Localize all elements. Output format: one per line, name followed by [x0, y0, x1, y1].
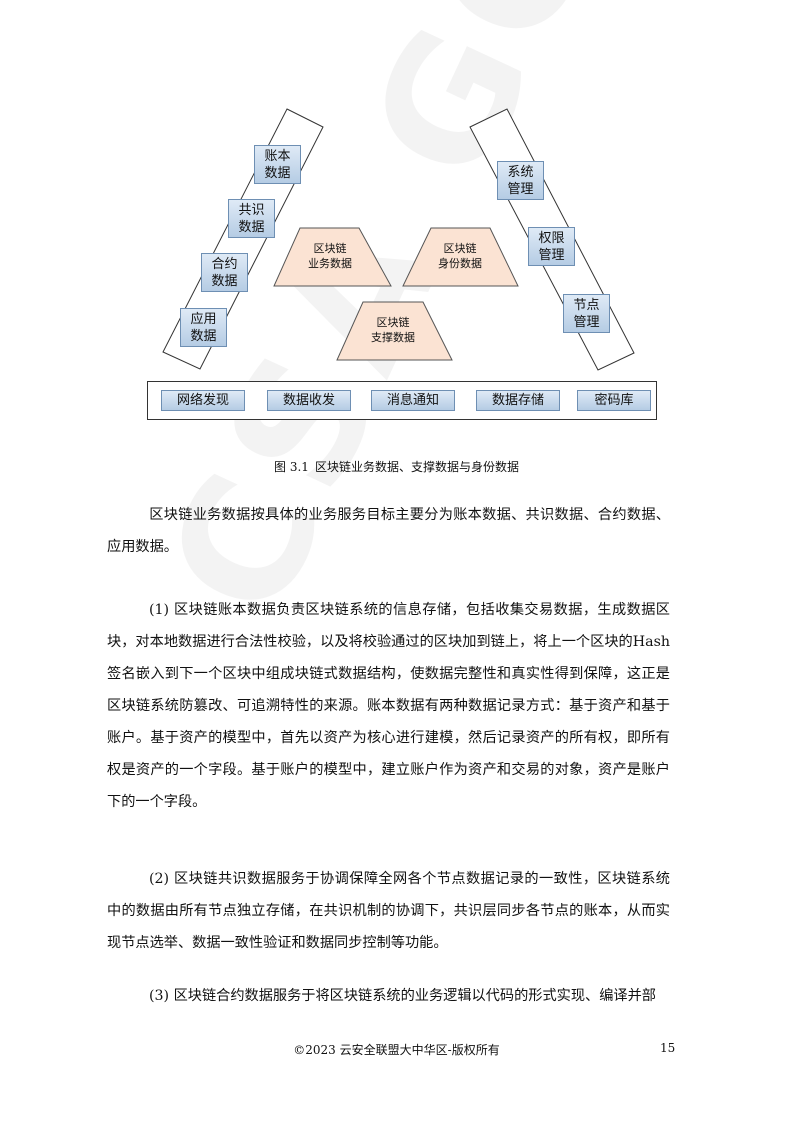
data-transceive-node: 数据收发 [267, 390, 351, 411]
system-management-node: 系统管理 [497, 161, 544, 200]
identity-data-label: 区块链 身份数据 [438, 242, 482, 270]
paragraph-ledger: (1) 区块链账本数据负责区块链系统的信息存储，包括收集交易数据，生成数据区块，… [107, 602, 670, 810]
ledger-data-node: 账本数据 [254, 145, 301, 184]
data-storage-node: 数据存储 [476, 390, 560, 411]
business-data-label: 区块链 业务数据 [308, 242, 352, 270]
diagram-shapes [162, 108, 635, 371]
contract-data-node: 合约数据 [201, 253, 248, 292]
paragraph-intro: 区块链业务数据按具体的业务服务目标主要分为账本数据、共识数据、合约数据、应用数据… [107, 507, 670, 555]
figure-caption: 图 3.1 区块链业务数据、支撑数据与身份数据 [0, 458, 793, 475]
figure-title: 区块链业务数据、支撑数据与身份数据 [314, 460, 519, 474]
paragraph-contract: (3) 区块链合约数据服务于将区块链系统的业务逻辑以代码的形式实现、编译并部 [149, 988, 656, 1004]
permission-management-node: 权限管理 [528, 227, 575, 266]
application-data-node: 应用数据 [180, 308, 227, 347]
node-management-node: 节点管理 [563, 294, 610, 333]
support-data-label: 区块链 支撑数据 [371, 316, 415, 344]
figure-number: 图 3.1 [274, 460, 309, 474]
support-data-trapezoid [336, 301, 453, 361]
crypto-library-node: 密码库 [577, 390, 651, 411]
network-discovery-node: 网络发现 [161, 390, 245, 411]
consensus-data-node: 共识数据 [228, 199, 275, 238]
business-data-trapezoid [273, 227, 392, 287]
page-number: 15 [660, 1041, 676, 1055]
message-notification-node: 消息通知 [371, 390, 455, 411]
copyright-notice: ©2023 云安全联盟大中华区-版权所有 [293, 1043, 500, 1057]
paragraph-consensus: (2) 区块链共识数据服务于协调保障全网各个节点数据记录的一致性，区块链系统中的… [107, 871, 670, 951]
identity-data-trapezoid [402, 227, 519, 287]
architecture-diagram: 账本数据 共识数据 合约数据 应用数据 系统管理 权限管理 节点管理 区块链 业… [0, 0, 793, 440]
